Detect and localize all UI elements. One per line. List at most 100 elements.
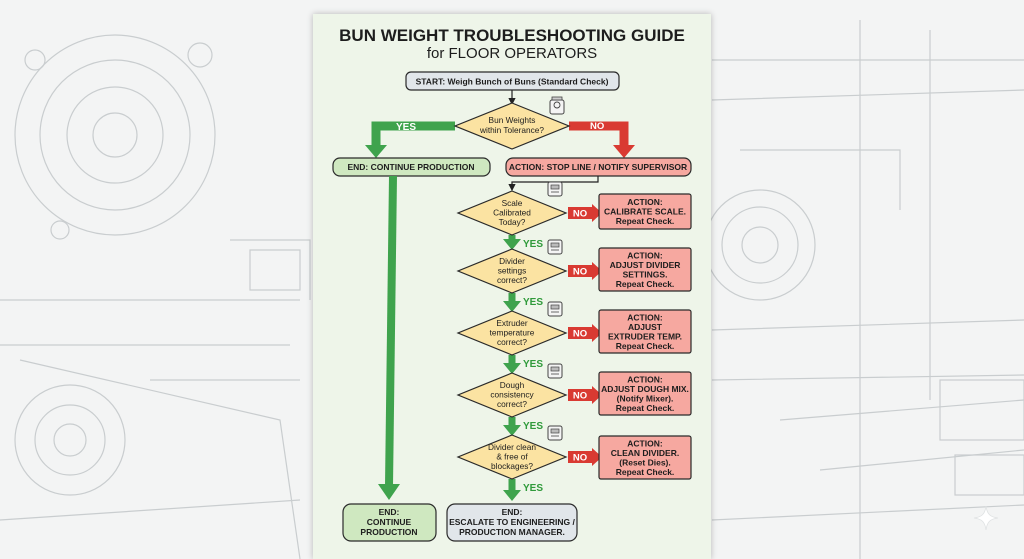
decision-diamond xyxy=(456,310,568,356)
action-label: Repeat Check. xyxy=(616,216,675,226)
end-continue-bottom-line2: CONTINUE xyxy=(367,517,412,527)
decision-label: blockages? xyxy=(491,461,533,471)
decision-label: Extruder xyxy=(496,318,528,328)
action-label: (Reset Dies). xyxy=(619,457,671,467)
end-continue-bottom-line3: PRODUCTION xyxy=(360,527,417,537)
no-arrow xyxy=(568,327,592,339)
scale-icon xyxy=(549,96,565,115)
action-box xyxy=(598,247,692,292)
decision-label: consistency xyxy=(490,390,534,400)
action-box xyxy=(598,193,692,230)
no-arrowhead xyxy=(592,448,602,466)
yes-arrowhead xyxy=(503,239,521,250)
control-panel-icon xyxy=(547,239,563,255)
decision-main-line1: Bun Weights xyxy=(489,115,536,125)
no-arrowhead xyxy=(592,324,602,342)
main-no-label: NO xyxy=(590,121,604,132)
end-escalate-line1: END: xyxy=(502,507,523,517)
action-label: CALIBRATE SCALE. xyxy=(604,207,686,217)
scale-icon xyxy=(547,181,563,197)
start-label: START: Weigh Bunch of Buns (Standard Che… xyxy=(416,77,609,87)
main-yes-label: YES xyxy=(396,122,416,133)
troubleshooting-flowchart: BUN WEIGHT TROUBLESHOOTING GUIDE for FLO… xyxy=(332,26,692,542)
yes-arrowhead xyxy=(503,363,521,374)
action-box xyxy=(598,371,692,416)
decision-label: correct? xyxy=(497,337,527,347)
main-no-arrow xyxy=(569,121,629,148)
decision-diamond xyxy=(456,190,568,236)
yes-arrowhead xyxy=(503,490,521,501)
action-label: ACTION: xyxy=(627,197,663,207)
main-yes-arrow xyxy=(371,121,455,148)
end-continue-bottom-box xyxy=(342,503,437,542)
page-title: BUN WEIGHT TROUBLESHOOTING GUIDE xyxy=(339,26,685,45)
sparkle-icon xyxy=(973,505,999,531)
yes-label: YES xyxy=(523,239,543,250)
decision-main-diamond xyxy=(453,102,571,150)
action-label: ACTION: xyxy=(627,374,663,384)
action-label: Repeat Check. xyxy=(616,341,675,351)
no-arrowhead xyxy=(592,386,602,404)
decision-label: Dough xyxy=(500,380,525,390)
no-arrow xyxy=(568,451,592,463)
action-label: SETTINGS. xyxy=(623,269,668,279)
action-label: Repeat Check. xyxy=(616,467,675,477)
main-yes-arrowhead xyxy=(365,145,387,158)
continue-long-arrow xyxy=(385,175,397,487)
decision-diamond xyxy=(456,248,568,294)
action-label: Repeat Check. xyxy=(616,279,675,289)
decision-label: Scale xyxy=(502,198,523,208)
no-label: NO xyxy=(573,453,587,464)
decision-label: correct? xyxy=(497,399,527,409)
end-escalate-line2: ESCALATE TO ENGINEERING / xyxy=(449,517,575,527)
yes-label: YES xyxy=(523,421,543,432)
no-arrowhead xyxy=(592,262,602,280)
end-escalate-line3: PRODUCTION MANAGER. xyxy=(459,527,565,537)
no-label: NO xyxy=(573,391,587,402)
action-label: EXTRUDER TEMP. xyxy=(608,331,682,341)
end-continue-top-label: END: CONTINUE PRODUCTION xyxy=(347,162,474,172)
action-label: CLEAN DIVIDER. xyxy=(611,448,679,458)
decision-diamond xyxy=(456,372,568,418)
action-box xyxy=(598,309,692,354)
decision-label: Divider clean xyxy=(488,442,536,452)
yes-arrowhead xyxy=(503,301,521,312)
decision-label: & free of xyxy=(496,452,528,462)
decision-label: settings xyxy=(498,266,527,276)
main-no-arrowhead xyxy=(613,145,635,158)
decision-label: Calibrated xyxy=(493,208,531,218)
action-label: ADJUST xyxy=(628,322,663,332)
yes-label: YES xyxy=(523,359,543,370)
no-arrow xyxy=(568,207,592,219)
end-continue-top-box xyxy=(332,157,491,177)
decision-label: Divider xyxy=(499,256,525,266)
action-stop-label: ACTION: STOP LINE / NOTIFY SUPERVISOR xyxy=(509,162,687,172)
decision-label: Today? xyxy=(499,217,526,227)
no-arrowhead xyxy=(592,204,602,222)
action-label: ACTION: xyxy=(627,312,663,322)
checks-chain: YESScaleCalibratedToday?NOACTION:CALIBRA… xyxy=(456,181,692,501)
page-subtitle: for FLOOR OPERATORS xyxy=(427,45,597,62)
brush-icon xyxy=(547,425,563,441)
decision-label: temperature xyxy=(490,328,535,338)
no-arrow xyxy=(568,265,592,277)
end-continue-bottom-line1: END: xyxy=(379,507,400,517)
action-label: ACTION: xyxy=(627,438,663,448)
action-box xyxy=(598,435,692,480)
decision-diamond xyxy=(456,434,568,480)
action-label: Repeat Check. xyxy=(616,403,675,413)
no-label: NO xyxy=(573,267,587,278)
action-label: ACTION: xyxy=(627,250,663,260)
yes-label: YES xyxy=(523,297,543,308)
decision-label: correct? xyxy=(497,275,527,285)
yes-arrowhead xyxy=(503,425,521,436)
thermostat-panel-icon xyxy=(547,301,563,317)
no-label: NO xyxy=(573,209,587,220)
yes-label: YES xyxy=(523,483,543,494)
stand-mixer-icon xyxy=(547,363,563,379)
no-label: NO xyxy=(573,329,587,340)
end-escalate-box xyxy=(446,503,578,542)
action-label: ADJUST DIVIDER xyxy=(610,260,681,270)
continue-long-arrowhead xyxy=(378,484,400,500)
